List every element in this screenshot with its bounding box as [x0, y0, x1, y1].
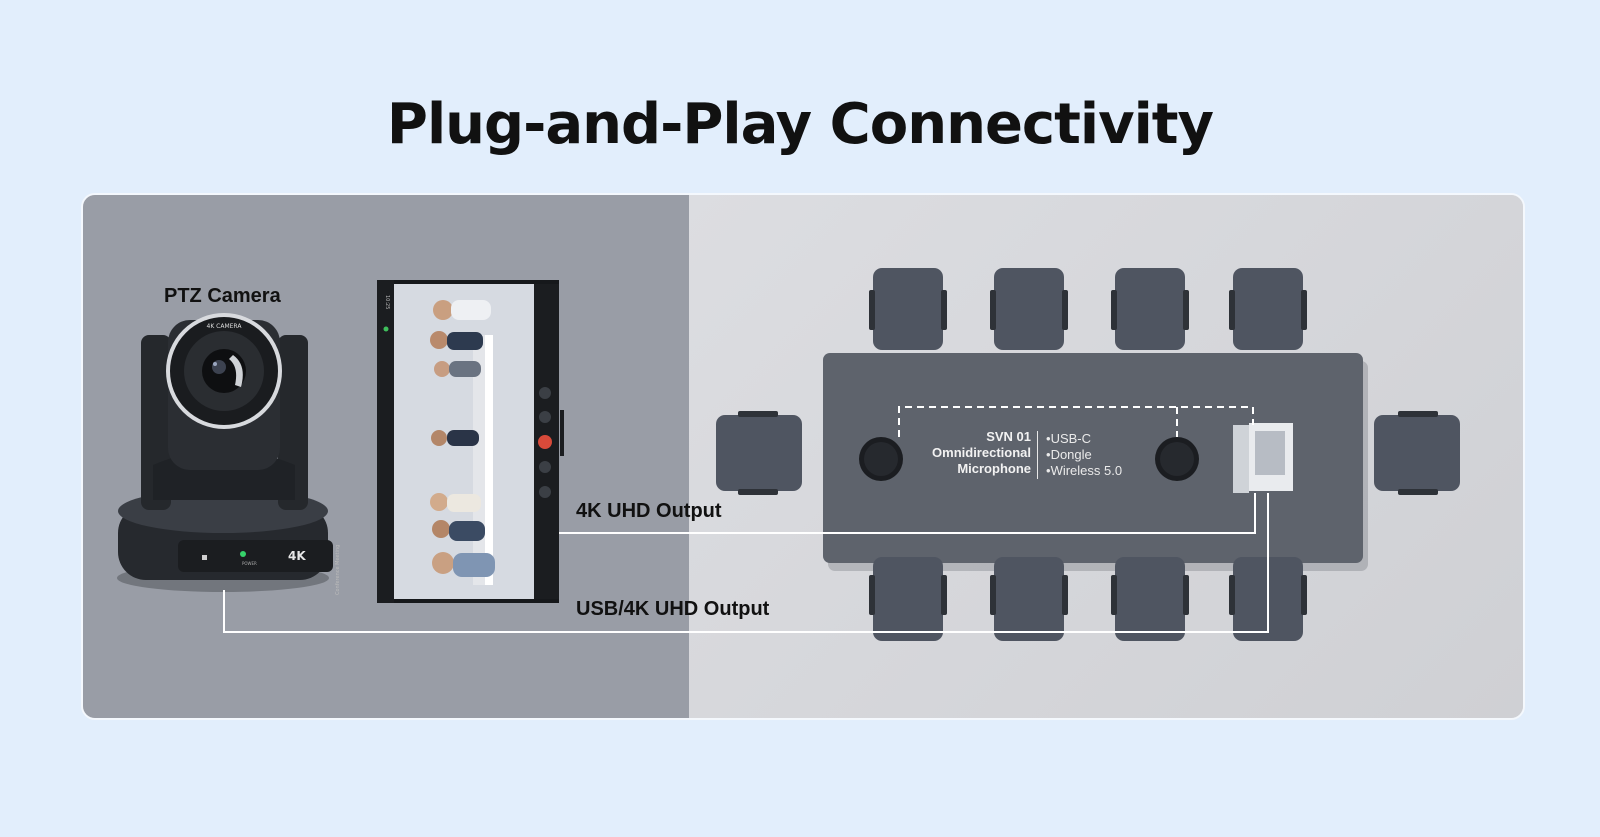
microphone-name-line-3: Microphone [957, 461, 1031, 476]
screen-caption: Conference Meeting [335, 545, 341, 595]
camera-lens-text: 4K CAMERA [207, 323, 243, 330]
spec-item-wireless: Wireless 5.0 [1046, 463, 1123, 479]
screen-time: 10:25 [384, 295, 390, 309]
connectivity-diagram: POWER 4K 4K CAMERA 10:25 Conferenc [81, 193, 1525, 720]
microphone-name: SVN 01 Omnidirectional Microphone [932, 429, 1031, 477]
microphone-name-line-1: SVN 01 [986, 429, 1031, 444]
page-title: Plug-and-Play Connectivity [386, 92, 1214, 157]
spec-item-usb-c: USB-C [1046, 431, 1122, 447]
ptz-camera: POWER 4K 4K CAMERA [117, 313, 333, 592]
microphone-specs: USB-C Dongle Wireless 5.0 [1037, 431, 1122, 479]
usb-output-label: USB/4K UHD Output [576, 598, 770, 620]
microphone-name-line-2: Omnidirectional [932, 445, 1031, 460]
camera-4k-badge: 4K [288, 549, 306, 563]
chairs-bottom [869, 557, 1307, 641]
camera-power-text: POWER [242, 561, 257, 566]
wireless-links [898, 406, 1254, 437]
meeting-participants [430, 300, 495, 577]
display-screen: 10:25 Conference Meeting [335, 280, 564, 603]
chairs-top [869, 268, 1307, 350]
microphone-pucks [859, 437, 1199, 481]
diagram-graphics: POWER 4K 4K CAMERA 10:25 Conferenc [117, 268, 1460, 641]
chairs-sides [716, 411, 1460, 495]
cables [223, 493, 1269, 633]
camera-label: PTZ Camera [164, 285, 281, 307]
spec-item-dongle: Dongle [1046, 447, 1122, 463]
hdmi-output-label: 4K UHD Output [576, 500, 722, 522]
laptop [1233, 423, 1293, 493]
